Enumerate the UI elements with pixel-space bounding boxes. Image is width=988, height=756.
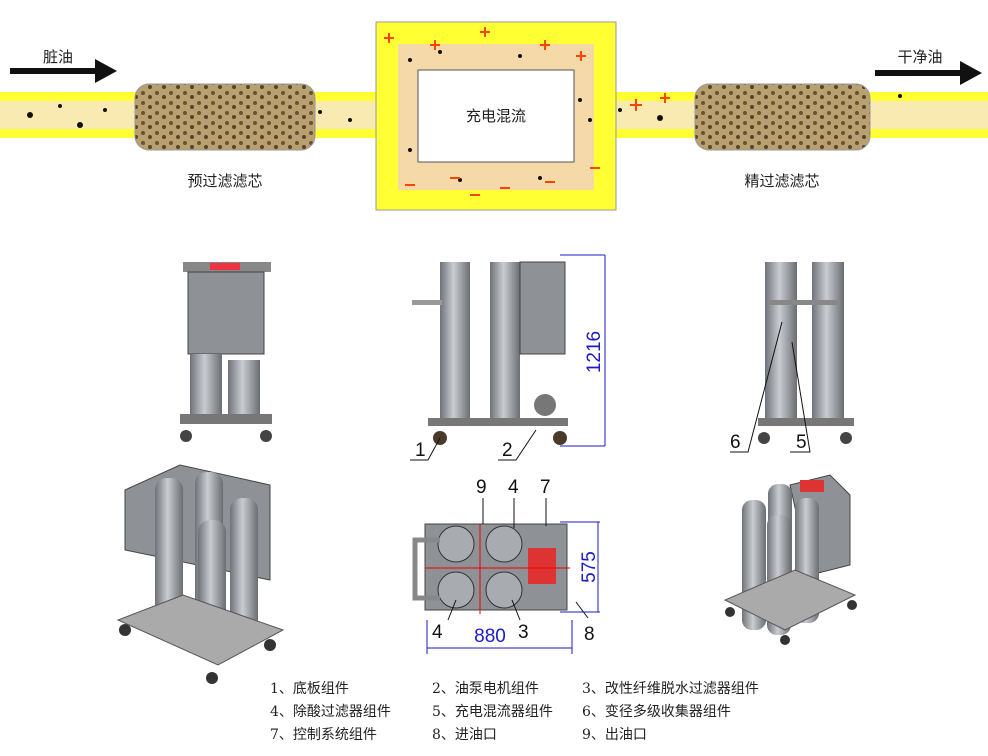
callout-1: 1 bbox=[415, 440, 426, 461]
legend-item: 8、进油口 bbox=[432, 727, 497, 743]
legend-item: 1、底板组件 bbox=[270, 681, 349, 697]
charge-mix-label: 充电混流 bbox=[466, 107, 526, 125]
outlet-arrow-icon bbox=[875, 61, 982, 85]
legend-item: 3、改性纤维脱水过滤器组件 bbox=[582, 681, 759, 697]
depth-dimension: 575 bbox=[579, 551, 600, 583]
callout-8: 8 bbox=[584, 624, 595, 645]
callout-5: 5 bbox=[796, 432, 807, 453]
callout-9: 9 bbox=[476, 477, 487, 498]
front-view bbox=[180, 262, 272, 442]
pre-filter-cartridge bbox=[134, 83, 316, 151]
legend-item: 9、出油口 bbox=[582, 727, 647, 743]
callout-2: 2 bbox=[502, 440, 513, 461]
legend-item: 2、油泵电机组件 bbox=[432, 681, 539, 697]
component-legend: 1、底板组件 2、油泵电机组件 3、改性纤维脱水过滤器组件 4、除酸过滤器组件 … bbox=[270, 678, 802, 744]
side-view: 1216 1 2 bbox=[410, 254, 606, 461]
dirty-oil-label: 脏油 bbox=[43, 48, 73, 66]
legend-item: 4、除酸过滤器组件 bbox=[270, 704, 391, 720]
top-view: 880 575 9 4 7 4 3 8 bbox=[412, 477, 600, 654]
pre-filter-label: 预过滤滤芯 bbox=[187, 172, 262, 190]
positive-charges bbox=[384, 27, 670, 196]
callout-4b: 4 bbox=[432, 622, 443, 643]
legend-item: 7、控制系统组件 bbox=[270, 727, 377, 743]
callout-7: 7 bbox=[540, 477, 551, 498]
fine-filter-cartridge bbox=[694, 83, 871, 151]
isometric-view-right bbox=[723, 474, 857, 645]
legend-item: 5、充电混流器组件 bbox=[432, 704, 553, 720]
charge-mix-inner bbox=[417, 69, 575, 163]
inlet-arrow-icon bbox=[10, 59, 117, 83]
isometric-view-left bbox=[116, 464, 285, 684]
legend-item: 6、变径多级收集器组件 bbox=[582, 704, 731, 720]
callout-3: 3 bbox=[518, 622, 529, 643]
clean-oil-label: 干净油 bbox=[897, 48, 942, 66]
particles bbox=[27, 50, 902, 182]
width-dimension: 880 bbox=[474, 626, 506, 647]
height-dimension: 1216 bbox=[584, 331, 605, 373]
rear-view: 6 5 bbox=[730, 262, 854, 453]
process-flow-diagram: 充电混流 预过滤滤芯 精过滤滤芯 脏油 干净油 bbox=[0, 21, 988, 211]
callout-6: 6 bbox=[730, 432, 741, 453]
fine-filter-label: 精过滤滤芯 bbox=[744, 172, 819, 190]
callout-4: 4 bbox=[508, 477, 519, 498]
